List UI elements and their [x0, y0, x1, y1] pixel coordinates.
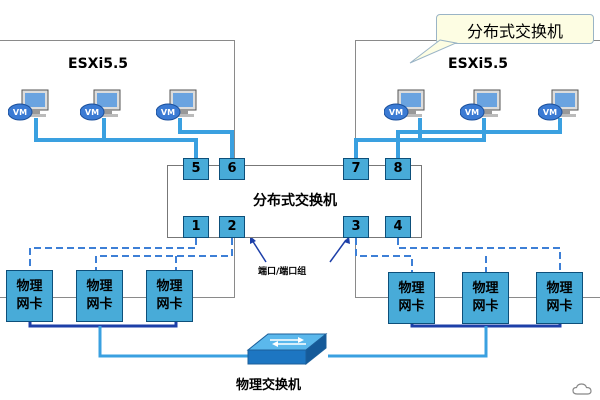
- physical-nic: 物理 网卡: [536, 272, 583, 324]
- distributed-switch-box: [167, 165, 422, 238]
- svg-text:VM: VM: [543, 108, 557, 117]
- nic-label-line2: 网卡: [156, 297, 183, 312]
- pswitch-link-left: [98, 326, 248, 358]
- portgroup-arrow-right: [329, 239, 347, 263]
- nic-label-line2: 网卡: [546, 299, 573, 314]
- nic-label-line2: 网卡: [86, 297, 113, 312]
- switch-port-3: 3: [343, 216, 369, 238]
- portgroup-arrow-left: [251, 239, 267, 263]
- svg-text:VM: VM: [389, 108, 403, 117]
- switch-port-2: 2: [219, 216, 245, 238]
- nic-team-left: [28, 320, 178, 328]
- svg-text:VM: VM: [85, 108, 99, 117]
- physical-nic: 物理 网卡: [388, 272, 435, 324]
- switch-port-4: 4: [385, 216, 411, 238]
- uplink-dashed-right-1: [355, 238, 413, 272]
- uplink-dashed-right-2: [397, 238, 561, 272]
- nic-label-line2: 网卡: [472, 299, 499, 314]
- callout-pointer: [409, 39, 458, 64]
- vm-link-right-1: [354, 118, 422, 158]
- vm-icon: VM: [460, 89, 501, 121]
- svg-text:VM: VM: [13, 108, 27, 117]
- pswitch-link-right: [328, 326, 488, 358]
- physical-switch-label: 物理交换机: [236, 378, 302, 393]
- switch-port-7: 7: [343, 158, 369, 180]
- nic-label-line1: 物理: [398, 281, 425, 296]
- vm-icon: VM: [80, 89, 121, 121]
- switch-port-8: 8: [385, 158, 411, 180]
- vm-icon: VM: [384, 89, 425, 121]
- nic-label-line1: 物理: [156, 279, 183, 294]
- switch-port-6: 6: [219, 158, 245, 180]
- nic-label-line2: 网卡: [16, 297, 43, 312]
- uplink-dashed-left-2: [95, 238, 233, 270]
- nic-label-line1: 物理: [86, 279, 113, 294]
- vm-link-left-3: [178, 118, 234, 158]
- distributed-switch-label: 分布式交换机: [253, 193, 337, 209]
- nic-label-line1: 物理: [16, 279, 43, 294]
- callout-text: 分布式交换机: [466, 22, 563, 41]
- switch-port-1: 1: [183, 216, 209, 238]
- callout-box: [436, 14, 594, 44]
- host-title-right: ESXi5.5: [448, 56, 509, 72]
- cloud-icon: [572, 383, 592, 395]
- vm-link-right-3: [396, 118, 562, 158]
- nic-label-line2: 网卡: [398, 299, 425, 314]
- nic-label-line1: 物理: [546, 281, 573, 296]
- vm-link-left-1: [34, 118, 198, 158]
- host-title-left: ESXi5.5: [68, 56, 129, 72]
- physical-nic: 物理 网卡: [76, 270, 123, 322]
- vm-icon: VM: [8, 89, 49, 121]
- physical-nic: 物理 网卡: [146, 270, 193, 322]
- physical-nic: 物理 网卡: [462, 272, 509, 324]
- physical-switch-icon: [246, 332, 328, 366]
- switch-port-5: 5: [183, 158, 209, 180]
- vm-icon: VM: [538, 89, 579, 121]
- vm-icon: VM: [156, 89, 197, 121]
- port-group-label: 端口/端口组: [258, 267, 307, 277]
- uplink-dashed-left-1: [29, 238, 197, 270]
- vm-link-right-2: [420, 118, 486, 142]
- nic-label-line1: 物理: [472, 281, 499, 296]
- svg-text:VM: VM: [465, 108, 479, 117]
- physical-nic: 物理 网卡: [6, 270, 53, 322]
- svg-text:VM: VM: [161, 108, 175, 117]
